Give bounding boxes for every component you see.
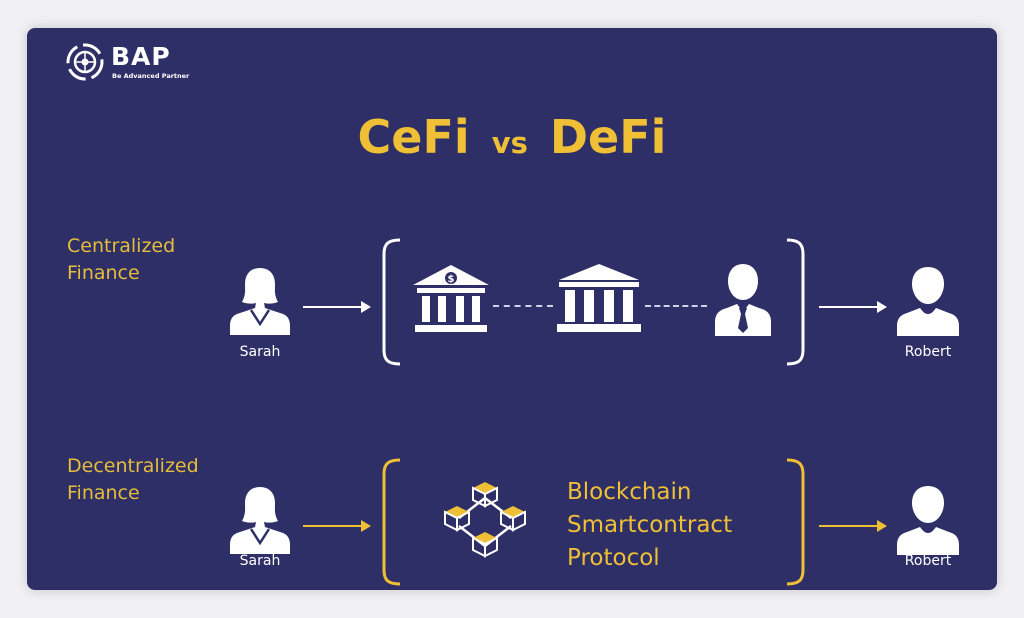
svg-text:$: $: [448, 274, 455, 285]
decentralized-finance-label: Decentralized Finance: [67, 455, 199, 504]
mechanism-item: Smartcontract: [567, 512, 733, 538]
arrow-right-icon: [303, 301, 371, 313]
woman-user-icon: [230, 487, 290, 554]
blockchain-cubes-icon: [444, 482, 526, 558]
bracket-right: [786, 458, 805, 586]
receiver-name: Robert: [904, 553, 952, 569]
sender-name: Sarah: [239, 344, 281, 360]
bracket-right: [786, 238, 805, 366]
institution-columns-icon: [557, 264, 641, 332]
bap-logo-icon: [66, 43, 104, 81]
arrow-right-icon: [303, 520, 371, 532]
arrow-right-icon: [819, 301, 887, 313]
woman-user-icon: [230, 268, 290, 335]
brand-tagline: Be Advanced Partner: [112, 72, 190, 80]
businessman-icon: [715, 264, 771, 336]
arrow-right-icon: [819, 520, 887, 532]
mechanism-item: Protocol: [567, 545, 660, 571]
man-user-icon: [897, 486, 959, 555]
title-vs: vs: [491, 126, 528, 160]
dashed-connector: [645, 305, 707, 307]
dashed-connector: [493, 305, 553, 307]
man-user-icon: [897, 267, 959, 336]
brand-name: BAP: [111, 42, 171, 71]
mechanism-item: Blockchain: [567, 479, 692, 505]
defi-mechanism-list: Blockchain Smartcontract Protocol: [567, 476, 732, 575]
title-defi: DeFi: [549, 110, 667, 164]
bank-dollar-icon: $: [413, 265, 489, 332]
receiver-name: Robert: [904, 344, 952, 360]
centralized-finance-label: Centralized Finance: [67, 235, 176, 284]
sender-name: Sarah: [239, 553, 281, 569]
brand-logo: BAP Be Advanced Partner: [65, 42, 195, 82]
title-cefi: CeFi: [357, 110, 470, 164]
bracket-left: [382, 458, 401, 586]
bracket-left: [382, 238, 401, 366]
